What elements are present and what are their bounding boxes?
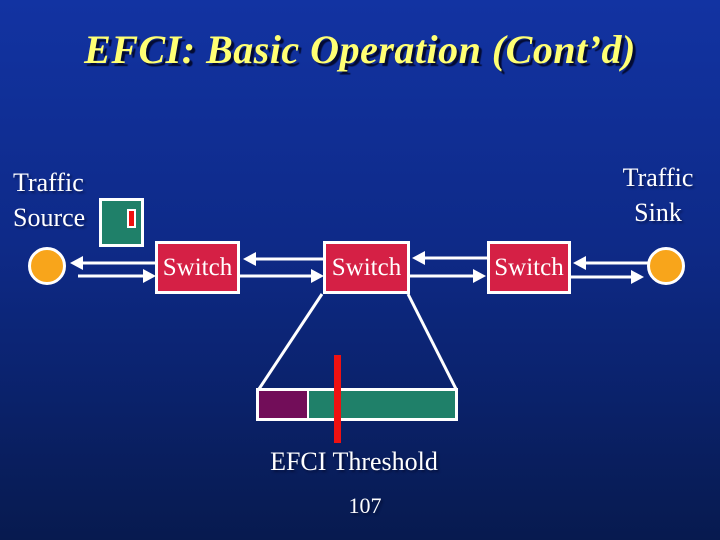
traffic-source-line2: Source [13,203,86,232]
buffer-queue-segment [309,391,455,418]
page-number: 107 [348,493,382,518]
switch-1-label: Switch [162,253,233,281]
cell-icon [99,198,144,247]
arrow-feedback-switch3 [573,256,648,270]
source-node-circle [28,247,66,285]
traffic-sink-line2: Sink [634,198,682,227]
traffic-source-label: Traffic Source [13,165,85,235]
switch-3-label: Switch [494,253,564,281]
switch-box-1: Switch [155,241,240,294]
traffic-sink-line1: Traffic [622,163,694,192]
buffer-occupied-segment [259,391,307,418]
arrow-feedback-source [70,256,155,270]
switch-box-3: Switch [487,241,571,294]
arrow-forward-to-switch1 [78,269,156,283]
slide-title: EFCI: Basic Operation (Cont’d) [84,27,636,72]
arrow-feedback-switch1 [243,252,324,266]
funnel-left-line [257,293,324,390]
arrow-forward-to-sink [571,270,644,284]
cell-efci-bit-marker [127,209,136,228]
sink-node-circle [647,247,685,285]
arrow-forward-to-switch2 [239,269,324,283]
traffic-source-line1: Traffic [13,168,84,197]
efci-threshold-label: EFCI Threshold [270,447,438,476]
arrow-forward-to-switch3 [409,269,486,283]
funnel-right-line [406,293,458,390]
switch-box-2: Switch [323,241,410,294]
efci-threshold-line [334,355,341,443]
buffer-bar [256,388,458,421]
traffic-sink-label: Traffic Sink [610,160,706,230]
switch-2-label: Switch [331,253,402,281]
arrow-feedback-switch2 [412,251,488,265]
